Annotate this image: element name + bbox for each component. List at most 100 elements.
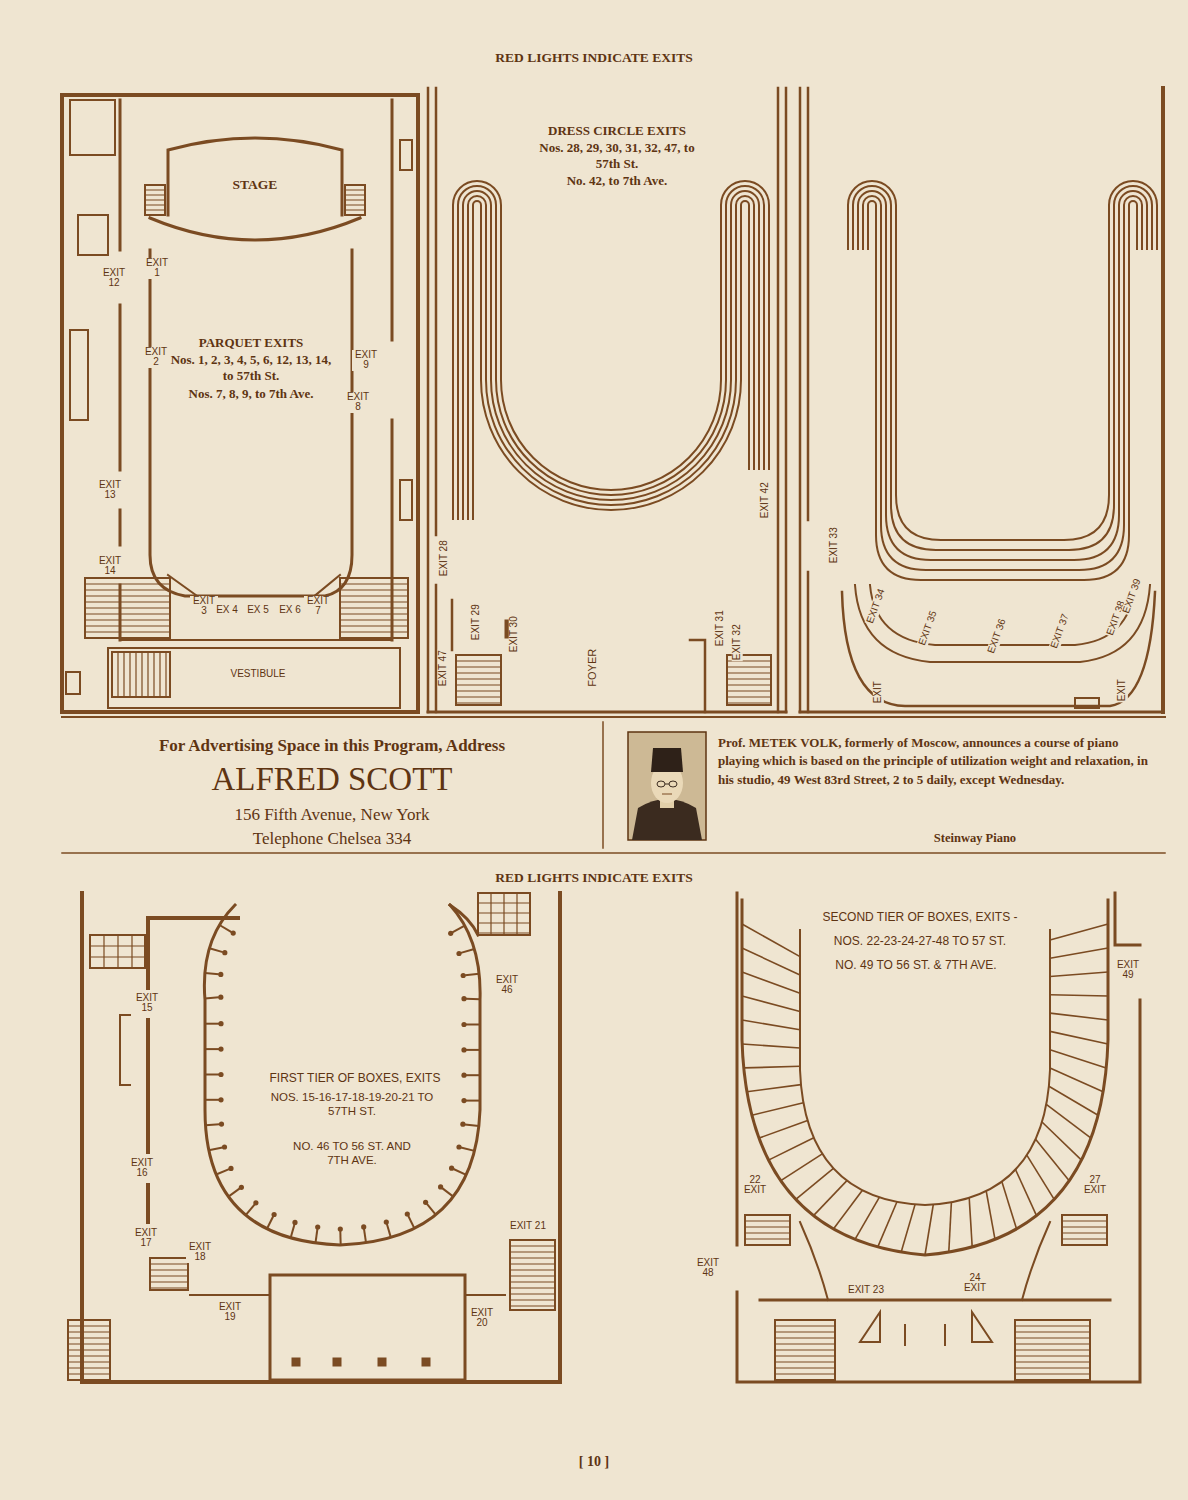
exit-label: EX 6	[276, 605, 304, 616]
box-lamp	[449, 1166, 454, 1171]
seat-row	[453, 181, 769, 520]
box-lamp	[456, 1144, 461, 1149]
box-lamp	[218, 1097, 223, 1102]
wall	[148, 918, 238, 1222]
box-partition	[1050, 924, 1108, 940]
exit-label: EXIT 34	[865, 586, 888, 625]
box-lamp	[218, 972, 223, 977]
box-partition	[205, 1074, 219, 1076]
exit-label: EXIT 7	[304, 596, 332, 617]
box-partition	[855, 1197, 879, 1239]
page-number: [ 10 ]	[579, 1454, 609, 1471]
stair	[85, 578, 170, 638]
stair-step	[510, 1246, 555, 1306]
wall	[800, 88, 808, 712]
wall	[391, 100, 394, 640]
box-partition	[339, 1231, 341, 1245]
exit-label: EXIT 46	[493, 975, 521, 996]
box-partition	[228, 1188, 239, 1196]
exit-label: EXIT 15	[133, 993, 161, 1014]
box-partition	[1046, 1104, 1091, 1138]
box-partition	[466, 1074, 480, 1076]
wall	[428, 711, 786, 714]
box-lamp	[384, 1220, 389, 1225]
box-partition	[814, 1181, 847, 1216]
box-lamp	[423, 1200, 428, 1205]
stair	[510, 1240, 555, 1310]
box-lamp	[218, 1021, 223, 1026]
door	[905, 1325, 945, 1345]
box-tier-outline	[204, 905, 480, 1245]
box-partition	[205, 973, 219, 974]
box-partition	[206, 1124, 220, 1125]
room-label: FOYER	[587, 648, 599, 688]
wall	[190, 1294, 505, 1296]
box-partition	[209, 948, 222, 952]
box-lamp	[461, 973, 466, 978]
exit-label: EXIT 33	[829, 526, 840, 564]
seat-row	[473, 201, 749, 520]
exit-label: EXIT 36	[986, 616, 1009, 655]
ad-text: Prof. METEK VOLK, formerly of Moscow, an…	[718, 734, 1155, 789]
exit-label: EXIT 48	[694, 1258, 722, 1279]
box-partition	[461, 949, 474, 953]
stair	[745, 1215, 790, 1245]
room	[66, 672, 80, 694]
box-partition	[747, 1085, 801, 1092]
wall	[62, 95, 418, 712]
door	[292, 1358, 300, 1366]
tier-note: NOS. 15-16-17-18-19-20-21 TO 57TH ST.	[263, 1090, 441, 1119]
box-partition	[752, 1103, 804, 1116]
stair	[340, 578, 408, 638]
box-partition	[742, 948, 800, 975]
stair	[727, 655, 771, 705]
exit-label: 22 EXIT	[741, 1175, 769, 1196]
room	[70, 100, 115, 155]
box-partition	[986, 1191, 995, 1239]
box-lamp	[460, 1122, 465, 1127]
vestibule	[108, 648, 400, 708]
box-lamp	[231, 931, 236, 936]
stair-step	[727, 661, 771, 703]
rule	[602, 722, 604, 848]
ad-text: Telephone Chelsea 334	[253, 829, 411, 849]
wall	[760, 1299, 1110, 1302]
box-partition	[466, 1100, 480, 1102]
box-lamp	[222, 950, 227, 955]
box-partition	[465, 974, 479, 976]
stair-step	[491, 893, 517, 935]
box-partition	[1016, 1170, 1037, 1216]
box-partition	[769, 1138, 814, 1160]
box-partition	[465, 1124, 479, 1126]
room	[400, 480, 412, 520]
tier-note: NO. 46 TO 56 ST. AND 7TH AVE.	[285, 1139, 420, 1168]
stair-step	[150, 1264, 188, 1288]
box-partition	[744, 1066, 800, 1068]
box-partition	[901, 1204, 915, 1252]
wall	[1161, 88, 1165, 712]
exit-label: EXIT 12	[100, 268, 128, 289]
box-lamp	[448, 931, 453, 936]
stair	[68, 1320, 110, 1380]
box-partition	[364, 1229, 366, 1243]
exit-label: EXIT 16	[128, 1158, 156, 1179]
wall	[82, 893, 560, 1382]
ad-text: 156 Fifth Avenue, New York	[234, 805, 429, 825]
seat-row	[468, 196, 754, 520]
box-partition	[742, 996, 800, 1012]
exit-label: EXIT 8	[344, 392, 372, 413]
box-partition	[205, 1048, 219, 1050]
box-partition	[1050, 948, 1108, 958]
tier-heading: FIRST TIER OF BOXES, EXITS	[270, 1071, 441, 1086]
stair-step	[118, 652, 166, 697]
rule	[62, 716, 1165, 718]
box-partition	[246, 1204, 255, 1215]
box-partition	[781, 1154, 823, 1181]
rule	[62, 852, 1165, 854]
box-partition	[454, 1169, 467, 1175]
tier-heading: SECOND TIER OF BOXES, EXITS -	[822, 910, 1017, 925]
stair-step	[340, 584, 408, 632]
exit-label: 24 EXIT	[961, 1273, 989, 1294]
box-partition	[969, 1198, 972, 1247]
